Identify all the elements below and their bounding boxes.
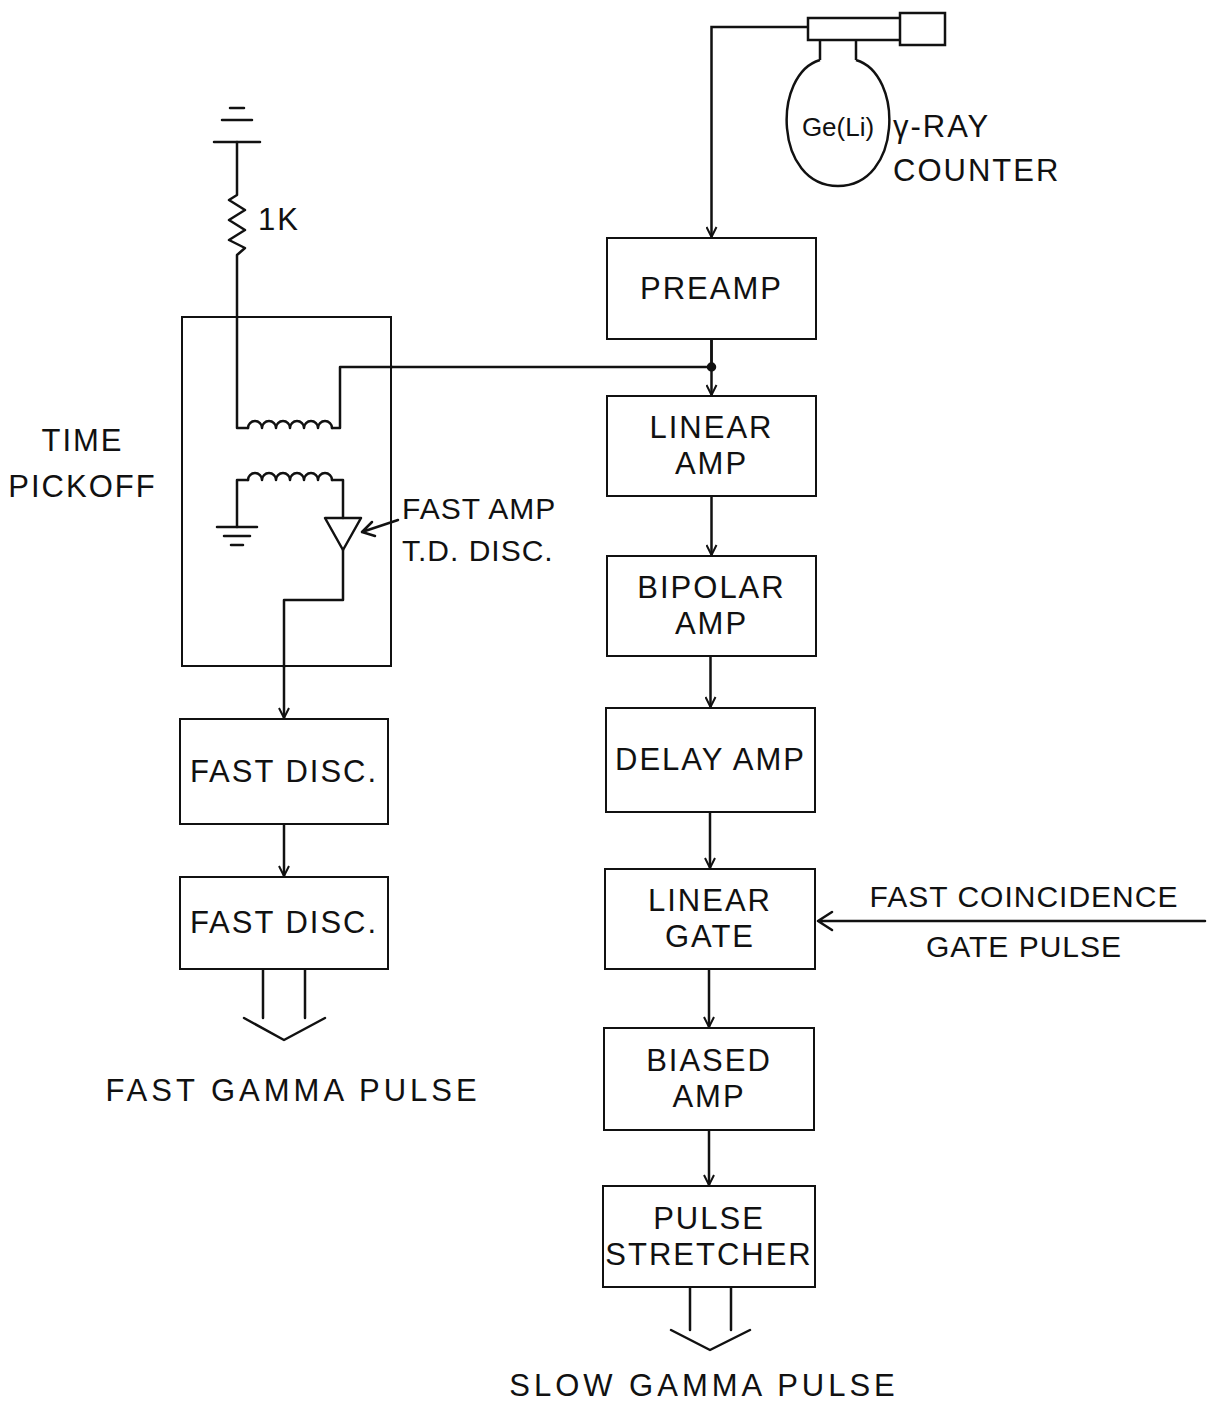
output-name: SLOW GAMMA PULSE — [509, 1368, 899, 1404]
output-arrow — [244, 970, 325, 1040]
ground-symbol — [231, 544, 243, 547]
pickoff-enclosure: TIME PICKOFF — [181, 316, 392, 667]
wire — [284, 550, 343, 667]
callout-label: FAST AMP T.D. DISC. — [402, 488, 592, 572]
box-label: FAST DISC. — [190, 754, 378, 790]
section-heading: TIME PICKOFF — [0, 418, 165, 510]
process-box: DELAY AMP — [605, 707, 816, 813]
signal-connector — [708, 1131, 711, 1185]
process-box: LINEAR GATE — [604, 868, 816, 970]
signal-connector — [283, 667, 286, 718]
box-label: DELAY AMP — [615, 742, 806, 778]
box-label: BIPOLAR AMP — [614, 570, 809, 641]
ground-symbol — [224, 535, 250, 538]
ground-symbol — [217, 526, 257, 529]
coil-winding — [248, 421, 332, 428]
output-name: FAST GAMMA PULSE — [105, 1073, 480, 1109]
leader-arrow — [362, 520, 398, 536]
process-box: PULSE STRETCHER — [602, 1185, 816, 1288]
detector-heading: γ-RAY COUNTER — [893, 105, 1083, 193]
signal-connector — [709, 657, 712, 707]
signal-connector — [708, 970, 711, 1027]
coil-winding — [248, 473, 332, 480]
signal-connector — [710, 27, 713, 237]
box-label: LINEAR AMP — [614, 410, 809, 481]
process-box: FAST DISC. — [179, 876, 389, 970]
component-value: 1K — [258, 202, 300, 238]
detector-label: Ge(Li) — [788, 110, 888, 144]
ground-symbol — [230, 107, 244, 110]
process-box: BIASED AMP — [603, 1027, 815, 1131]
transformer-secondary — [248, 473, 332, 480]
box-label: PULSE STRETCHER — [605, 1201, 812, 1272]
box-label: BIASED AMP — [611, 1043, 807, 1114]
ground-symbol — [222, 119, 252, 122]
process-box: BIPOLAR AMP — [606, 555, 817, 657]
process-box: LINEAR AMP — [606, 395, 817, 497]
signal-name: FAST COINCIDENCE GATE PULSE — [835, 872, 1213, 972]
gate-arrow — [818, 912, 1205, 930]
resistor-symbol — [229, 142, 248, 428]
signal-connector — [710, 497, 713, 555]
amplifier-symbol — [325, 518, 361, 550]
box-label: PREAMP — [640, 271, 783, 307]
box-label: LINEAR GATE — [612, 883, 808, 954]
wire — [237, 480, 248, 527]
wire — [332, 367, 392, 428]
detector-bulb: Ge(Li)γ-RAY COUNTER — [712, 12, 950, 190]
wire — [332, 480, 343, 518]
signal-connector — [392, 340, 712, 367]
transformer-primary — [248, 421, 332, 428]
process-box: FAST DISC. — [179, 718, 389, 825]
signal-connector — [709, 813, 712, 868]
process-box: PREAMP — [606, 237, 817, 340]
box-label: FAST DISC. — [190, 905, 378, 941]
output-arrow — [671, 1288, 750, 1350]
signal-connector — [283, 825, 286, 876]
